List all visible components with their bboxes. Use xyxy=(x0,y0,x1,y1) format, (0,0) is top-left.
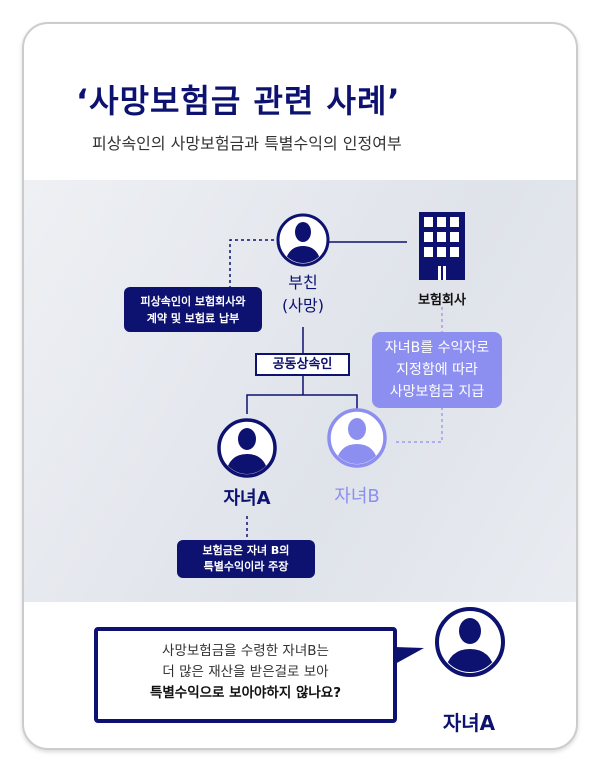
claim-note-line: 특별수익이라 주장 xyxy=(203,560,289,573)
speech-bubble-tail xyxy=(395,647,424,664)
father-name: 부친 xyxy=(288,273,318,292)
father-status: (사망) xyxy=(282,296,324,315)
child-a-avatar-icon xyxy=(217,418,277,478)
speech-line: 사망보험금을 수령한 자녀B는 xyxy=(162,643,329,659)
contract-note: 피상속인이 보험회사와 계약 및 보험료 납부 xyxy=(124,287,262,332)
infographic-card: ‘사망보험금 관련 사례’ 피상속인의 사망보험금과 특별수익의 인정여부 xyxy=(22,22,578,750)
payout-note-line: 지정함에 따라 xyxy=(396,362,478,378)
payout-note-line: 사망보험금 지급 xyxy=(389,384,485,400)
speaker-avatar-icon xyxy=(435,607,505,677)
connector-lines xyxy=(217,212,505,677)
speech-bold-line: 특별수익으로 보아야하지 않나요? xyxy=(149,685,342,701)
insurer-label: 보험회사 xyxy=(418,293,466,308)
father-avatar-icon xyxy=(276,213,330,267)
child-a-label: 자녀A xyxy=(223,488,271,509)
page-subtitle: 피상속인의 사망보험금과 특별수익의 인정여부 xyxy=(92,134,402,153)
claim-note: 보험금은 자녀 B의 특별수익이라 주장 xyxy=(177,540,315,578)
father-contract-dashed xyxy=(229,239,274,287)
payout-note-line: 자녀B를 수익자로 xyxy=(384,340,490,356)
child-b-avatar-icon xyxy=(327,408,387,468)
speech-bubble: 사망보험금을 수령한 자녀B는 더 많은 재산을 받은걸로 보아 특별수익으로 … xyxy=(94,627,397,723)
contract-note-line: 계약 및 보험료 납부 xyxy=(146,311,240,325)
co-heirs-label: 공동상속인 xyxy=(255,353,350,376)
father-label: 부친 (사망) xyxy=(282,271,324,317)
speaker-label: 자녀A xyxy=(442,711,496,735)
claim-note-line: 보험금은 자녀 B의 xyxy=(202,544,290,557)
page-title: ‘사망보험금 관련 사례’ xyxy=(76,82,401,120)
payout-note: 자녀B를 수익자로 지정함에 따라 사망보험금 지급 xyxy=(372,332,502,408)
building-icon xyxy=(419,212,465,280)
speech-line: 더 많은 재산을 받은걸로 보아 xyxy=(162,664,329,680)
child-b-label: 자녀B xyxy=(334,486,380,507)
contract-note-line: 피상속인이 보험회사와 xyxy=(140,294,246,308)
